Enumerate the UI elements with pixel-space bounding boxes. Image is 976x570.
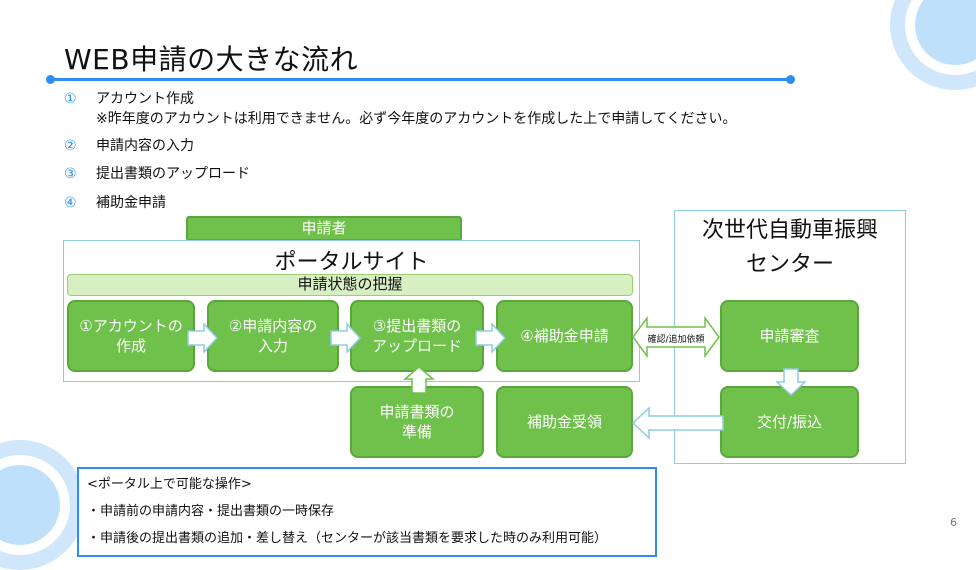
receipt-box-label: 補助金受領 <box>526 412 602 431</box>
arrow-left-grant-to-receipt <box>631 406 724 440</box>
portal-operations-heading: <ポータル上で可能な操作> <box>87 477 252 492</box>
step-3-number: ③ <box>64 166 77 182</box>
input-box-line1: ②申請内容の <box>228 316 318 335</box>
arrow-right-2 <box>330 322 362 354</box>
step-1-number: ① <box>64 91 77 107</box>
step-2-number: ② <box>64 138 77 154</box>
center-title-line1: 次世代自動車振興 <box>701 218 878 243</box>
title-underline-dot-right <box>786 75 795 84</box>
center-title: 次世代自動車振興 センター <box>674 214 906 282</box>
upload-box: ③提出書類のアップロード <box>350 300 484 372</box>
arrow-right-3 <box>475 322 507 354</box>
arrow-down-review-to-grant <box>775 368 807 397</box>
applicant-label-text: 申請者 <box>301 219 347 238</box>
step-4-number: ④ <box>64 195 77 211</box>
page-title: WEB申請の大きな流れ <box>64 43 359 76</box>
step-4-label: 補助金申請 <box>96 195 166 211</box>
subsidy-receipt-box: 補助金受領 <box>496 386 633 458</box>
grant-box-label: 交付/振込 <box>756 412 823 431</box>
apply-box: ④補助金申請 <box>496 300 633 372</box>
exchange-label: 確認/追加依頼 <box>647 335 705 345</box>
grant-box: 交付/振込 <box>720 386 859 458</box>
portal-operation-item-1: ・申請前の申請内容・提出書類の一時保存 <box>87 504 335 519</box>
review-box-label: 申請審査 <box>759 326 820 345</box>
step-1: ① アカウント作成 ※昨年度のアカウントは利用できません。必ず今年度のアカウントを… <box>64 88 736 128</box>
step-2: ② 申請内容の入力 <box>64 135 194 155</box>
status-bar: 申請状態の把握 <box>67 274 633 296</box>
apply-box-label: ④補助金申請 <box>520 326 609 345</box>
review-box: 申請審査 <box>720 300 859 372</box>
portal-title: ポータルサイト <box>274 250 429 275</box>
portal-operations-box: <ポータル上で可能な操作> ・申請前の申請内容・提出書類の一時保存 ・申請後の提… <box>77 467 657 557</box>
step-1-label: アカウント作成 <box>96 91 194 107</box>
upload-box-line1: ③提出書類の <box>372 316 462 335</box>
step-1-note: ※昨年度のアカウントは利用できません。必ず今年度のアカウントを作成した上で申請し… <box>96 111 737 127</box>
input-box-line2: 入力 <box>257 337 288 355</box>
arrow-right-1 <box>187 322 219 354</box>
input-box: ②申請内容の入力 <box>207 300 339 372</box>
portal-operation-item-2: ・申請後の提出書類の追加・差し替え（センターが該当書類を要求した時のみ利用可能） <box>87 531 608 546</box>
step-2-label: 申請内容の入力 <box>96 138 194 154</box>
title-underline-dot-left <box>46 75 55 84</box>
document-prep-box: 申請書類の準備 <box>350 386 484 458</box>
step-4: ④ 補助金申請 <box>64 192 166 212</box>
upload-box-line2: アップロード <box>371 337 462 355</box>
center-title-line2: センター <box>745 252 834 277</box>
account-box-line1: ①アカウントの <box>79 316 183 335</box>
applicant-label: 申請者 <box>186 216 462 241</box>
account-box-line2: 作成 <box>115 337 146 355</box>
arrow-bidirectional-exchange <box>632 315 720 359</box>
title-underline <box>50 78 791 81</box>
arrow-up-prep-to-upload <box>402 366 436 394</box>
step-3-label: 提出書類のアップロード <box>96 166 250 182</box>
prep-box-line1: 申請書類の <box>379 402 455 421</box>
account-creation-box: ①アカウントの作成 <box>67 300 195 372</box>
prep-box-line2: 準備 <box>401 423 432 441</box>
page-number: 6 <box>950 516 957 529</box>
step-3: ③ 提出書類のアップロード <box>64 163 250 183</box>
